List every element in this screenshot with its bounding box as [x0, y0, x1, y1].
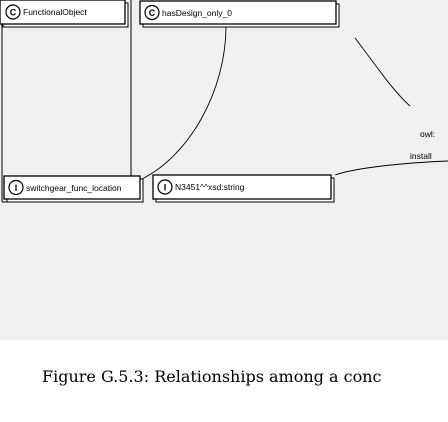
node-label: hasDesign_only_0: [162, 8, 232, 18]
node-n3451-string[interactable]: I N3451^^xsd:string: [152, 174, 335, 203]
edge-label-owl: owl:: [420, 129, 435, 139]
class-icon-letter: C: [149, 8, 156, 18]
node-label: FunctionalObject: [23, 7, 87, 17]
instance-icon-letter: I: [15, 183, 18, 193]
instance-icon: [8, 179, 24, 196]
node-box: [3, 175, 141, 200]
instance-icon-letter: I: [164, 183, 167, 193]
edge-has-design-to-switchgear: [141, 25, 227, 180]
class-icon: [144, 4, 160, 21]
edge-owl: [354, 37, 411, 107]
class-icon-letter: C: [10, 8, 17, 18]
diagram-background: [0, 0, 448, 340]
relationship-diagram: owl: install C FunctionalObject C hasDes…: [0, 0, 448, 340]
node-switchgear-func-location[interactable]: I switchgear_func_location: [3, 175, 144, 203]
node-box: [0, 0, 126, 25]
node-box: [139, 0, 337, 25]
edge-install: [334, 160, 448, 176]
node-has-design-only[interactable]: C hasDesign_only_0: [139, 0, 340, 28]
edge-label-install: install: [410, 151, 432, 161]
instance-icon: [157, 179, 173, 195]
node-label: switchgear_func_location: [26, 183, 122, 193]
node-functional-object[interactable]: C FunctionalObject: [0, 0, 129, 28]
class-icon: [5, 4, 21, 20]
node-box: [152, 174, 332, 200]
figure-caption: Figure G.5.3: Relationships among a conc: [42, 367, 382, 386]
node-label: N3451^^xsd:string: [175, 182, 245, 192]
